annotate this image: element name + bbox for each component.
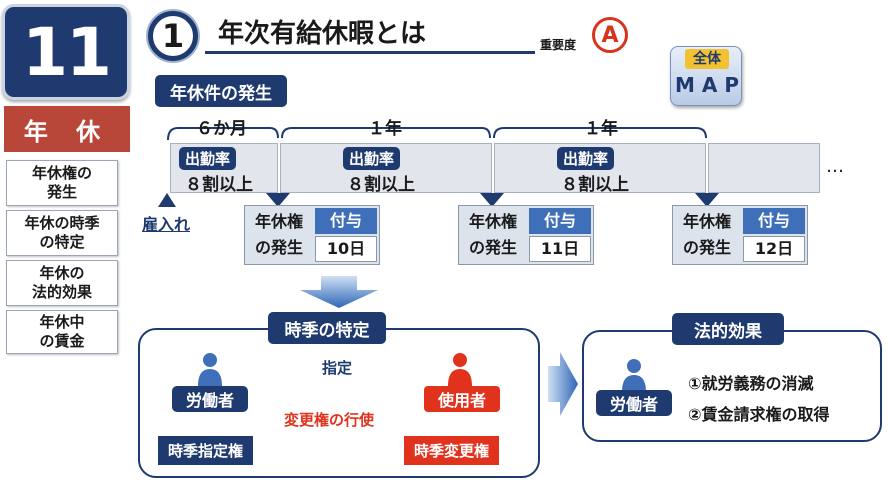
period-label-2: １年 [368,119,402,139]
segment-1: 出勤率 ８割以上 [170,143,278,195]
segment-3: 出勤率 ８割以上 [494,143,706,195]
sidebar-item-occurrence[interactable]: 年休権の 発生 [6,160,118,206]
segment-chip: 出勤率 [557,147,615,170]
grant-box-1: 年休権の発生 付与 10日 [244,205,380,265]
timeline-section-label: 年休件の発生 [155,75,287,107]
segment-chip: 出勤率 [179,147,237,170]
page-title: 年次有給休暇とは [218,19,427,49]
flow-arrow-right [548,352,578,416]
legal-worker-person-icon [622,359,646,392]
grant-label: 年休権の発生 [682,212,731,257]
grant-label: 年休権の発生 [468,212,517,257]
flow-arrow-down [300,276,378,308]
grant-head: 付与 [743,208,805,234]
legal-effect-2: ②賃金請求権の取得 [688,405,830,424]
employer-right-badge: 時季変更権 [404,436,500,465]
chapter-label: 年 休 [4,106,130,152]
hire-label: 雇入れ [142,215,191,234]
legal-worker-label: 労働者 [596,390,672,416]
map-letters: M A P [675,73,739,97]
timeline-ellipsis: … [826,156,844,177]
employer-person-icon [448,353,472,386]
segment-text: ８割以上 [347,175,415,195]
grant-arrow-3 [695,193,719,207]
grant-arrow-1 [266,193,290,207]
period-brace-2 [281,127,491,139]
legal-effect-1: ①就労義務の消滅 [688,374,814,393]
importance-grade: A [592,17,628,53]
grant-value: 10日 [315,236,377,262]
importance-label: 重要度 [540,38,577,52]
period-label-1: ６か月 [196,119,247,139]
grant-arrow-2 [480,193,504,207]
period-brace-1 [167,127,279,141]
grant-value: 11日 [529,236,591,262]
change-right-label: 変更権の行使 [284,411,375,429]
grant-label: 年休権の発生 [254,212,303,257]
segment-chip: 出勤率 [343,147,401,170]
period-label-3: １年 [584,119,618,139]
segment-2: 出勤率 ８割以上 [280,143,492,195]
worker-right-badge: 時季指定権 [158,436,254,465]
period-brace-3 [493,127,707,139]
section-number: 1 [148,11,198,61]
segment-text: ８割以上 [185,175,253,195]
segment-4 [708,143,820,193]
grant-box-3: 年休権の発生 付与 12日 [672,205,808,265]
sidebar-item-wages[interactable]: 年休中 の賃金 [6,310,118,354]
employer-label: 使用者 [424,386,500,412]
map-letter-a: A [701,73,718,97]
grant-box-2: 年休権の発生 付与 11日 [458,205,594,265]
worker-person-icon [198,353,222,386]
map-letter-m: M [675,73,695,97]
map-zentai-label: 全体 [685,49,729,69]
grant-value: 12日 [743,236,805,262]
worker-label: 労働者 [172,386,248,412]
title-underline [205,51,535,54]
sidebar-item-legal-effect[interactable]: 年休の 法的効果 [6,260,118,306]
sidebar-item-timing[interactable]: 年休の時季 の特定 [6,210,118,256]
map-letter-p: P [724,73,739,97]
chapter-number: 11 [2,4,130,100]
legal-effect-title: 法的効果 [672,313,784,345]
designate-label: 指定 [322,359,353,377]
grant-head: 付与 [315,208,377,234]
timing-title: 時季の特定 [268,312,386,344]
segment-text: ８割以上 [561,175,629,195]
hire-marker [158,193,176,207]
grant-head: 付与 [529,208,591,234]
overview-map-button[interactable]: 全体 M A P [670,46,742,106]
